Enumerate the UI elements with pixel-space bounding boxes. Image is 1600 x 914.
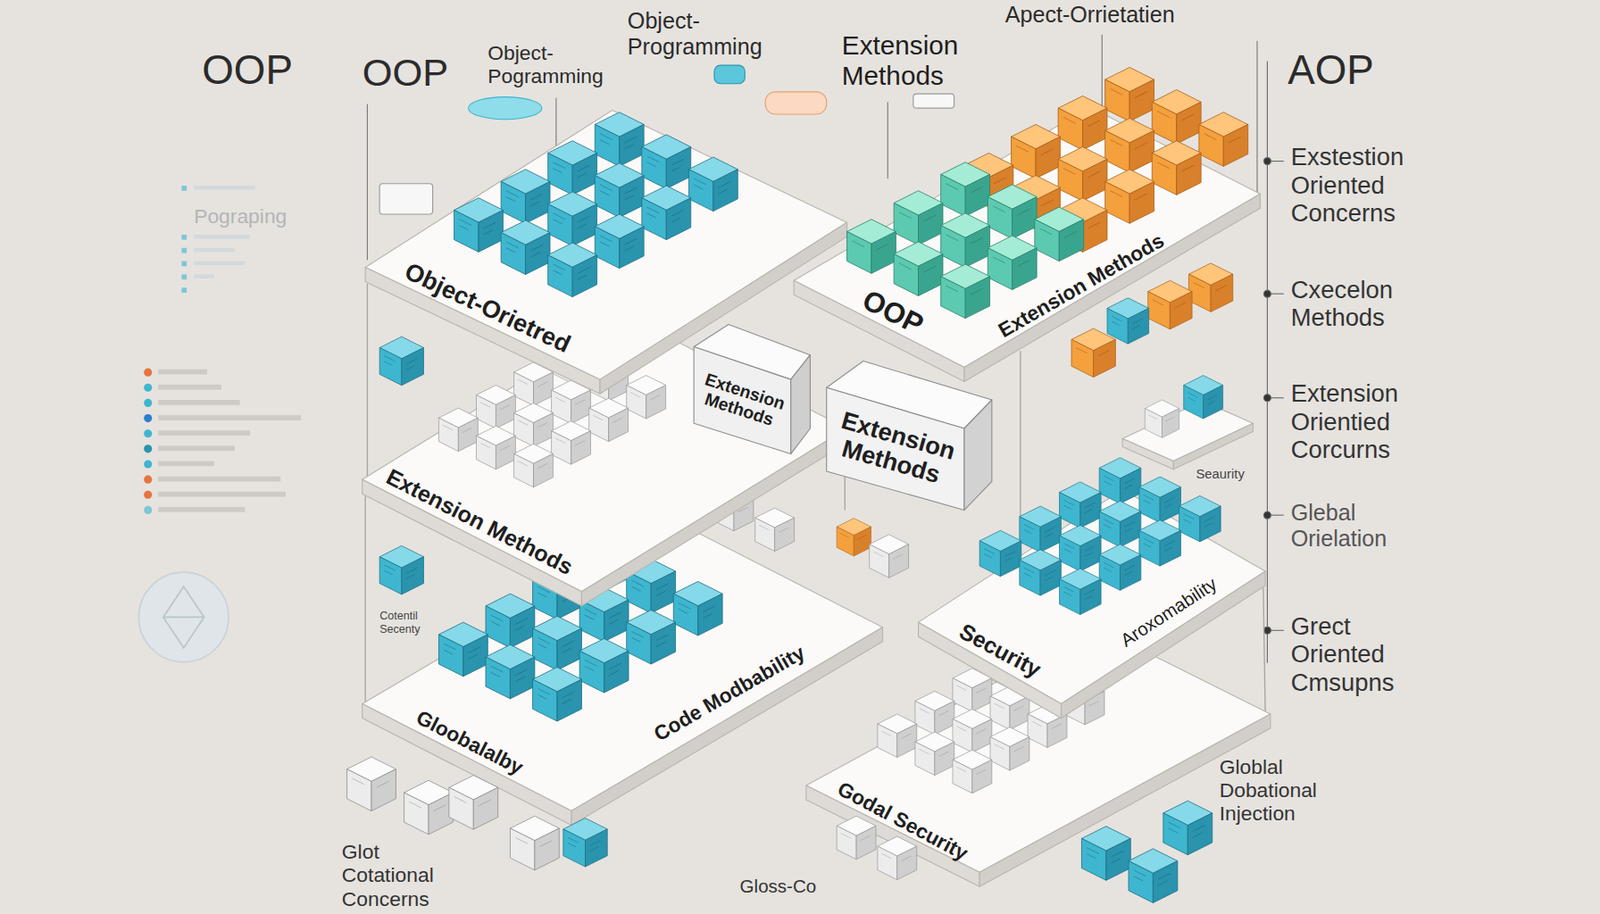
platform: Security Aroxomability	[915, 487, 1268, 721]
platform-label: Aroxomability	[1116, 574, 1221, 651]
annotation-label: OOP	[201, 47, 293, 95]
annotation-label: Exstestion Oriented Concerns	[1291, 142, 1450, 228]
annotation-label: Object- Pogramming	[487, 41, 631, 89]
cube-box: Extension Methods	[822, 357, 994, 513]
platform-label: Extension Methods	[994, 229, 1168, 342]
platform-label: Godal Security	[833, 777, 972, 866]
platform: Extension MethodsExtension Methods	[358, 314, 850, 609]
annotation-label: Globlal Dobational Injection	[1219, 755, 1348, 826]
platform-label: Extension Methods	[382, 465, 577, 581]
platform-label: Extension Methods	[821, 404, 969, 495]
platform: Godal Security	[802, 625, 1274, 890]
annotation-label: Extension Orientied Corcurns	[1291, 379, 1455, 465]
annotation-label: Glot Cotational Concerns	[341, 840, 470, 911]
annotation-label: Cxecelon Methods	[1291, 275, 1440, 333]
platform-label: Object-Orietred	[400, 258, 575, 359]
platform-label: OOP	[857, 283, 928, 342]
annotation-label: Seaurity	[1195, 466, 1244, 483]
annotation-label: Glebal Orielation	[1291, 500, 1440, 552]
platform-label: Gloobalalby	[412, 706, 527, 780]
annotation-label: Extension Methods	[841, 30, 1000, 92]
annotation-label: AOP	[1287, 47, 1375, 95]
platform: Gloobalalby Code Modbability	[358, 518, 886, 828]
annotation-label: Object- Programming	[627, 8, 807, 60]
cube-box: Extension Methods	[691, 322, 813, 457]
annotation-label: Apect-Orrietatien	[1005, 1, 1175, 28]
annotation-label: Gloss-Co	[740, 875, 817, 898]
annotation-label: Cotentil Secenty	[379, 609, 457, 636]
annotation-label: Pograping	[193, 204, 287, 228]
platform-label: Extension Methods	[687, 366, 797, 435]
platform-label: Code Modbability	[650, 641, 809, 747]
platform-label: Security	[955, 619, 1046, 684]
platform: OOP Extension Methods	[791, 105, 1264, 384]
annotation-label: Grect Oriented Cmsupns	[1291, 612, 1444, 698]
platform: Object-Orietred	[362, 107, 850, 396]
annotation-label: OOP	[362, 50, 449, 96]
